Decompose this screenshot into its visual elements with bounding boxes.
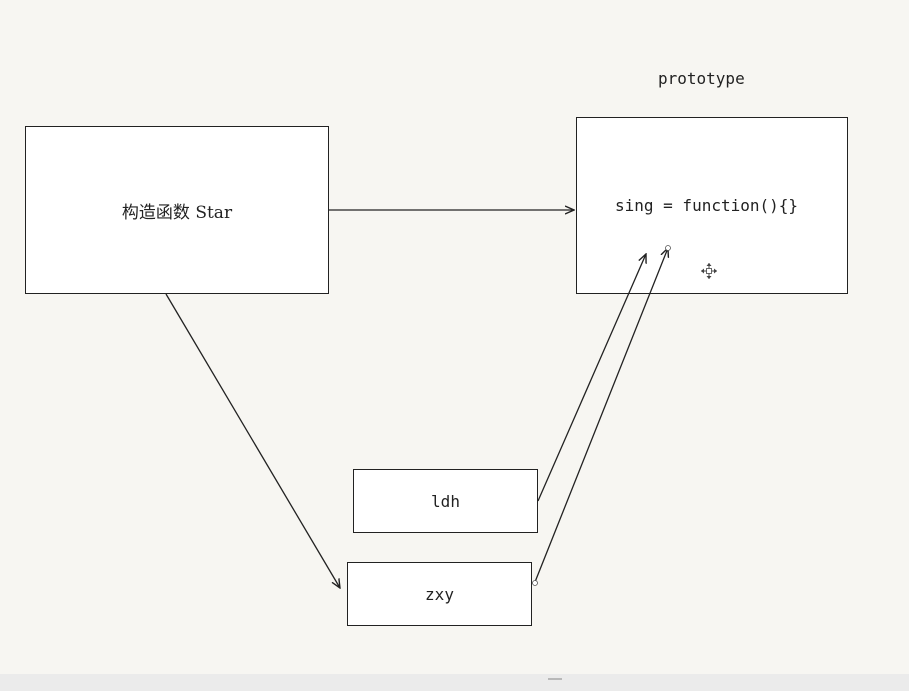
instance-label-zxy: zxy: [425, 584, 454, 604]
instance-box-ldh[interactable]: ldh: [353, 469, 538, 533]
arrow-constructor-to-zxy[interactable]: [165, 293, 340, 588]
instance-label-ldh: ldh: [431, 491, 460, 511]
arrow-zxy-to-prototype[interactable]: [534, 248, 668, 583]
constructor-box[interactable]: 构造函数 Star: [25, 126, 329, 294]
prototype-object-box[interactable]: sing = function(){}: [576, 117, 848, 294]
move-cursor-icon: [701, 263, 717, 279]
connection-handle[interactable]: [532, 580, 538, 586]
prototype-label: prototype: [658, 69, 745, 88]
instance-box-zxy[interactable]: zxy: [347, 562, 532, 626]
prototype-method-text: sing = function(){}: [615, 196, 799, 215]
bottom-scrollbar[interactable]: [0, 674, 909, 691]
resize-handle[interactable]: [548, 678, 562, 680]
arrow-ldh-to-prototype[interactable]: [537, 254, 646, 502]
connection-handle[interactable]: [665, 245, 671, 251]
constructor-label: 构造函数 Star: [121, 202, 233, 223]
